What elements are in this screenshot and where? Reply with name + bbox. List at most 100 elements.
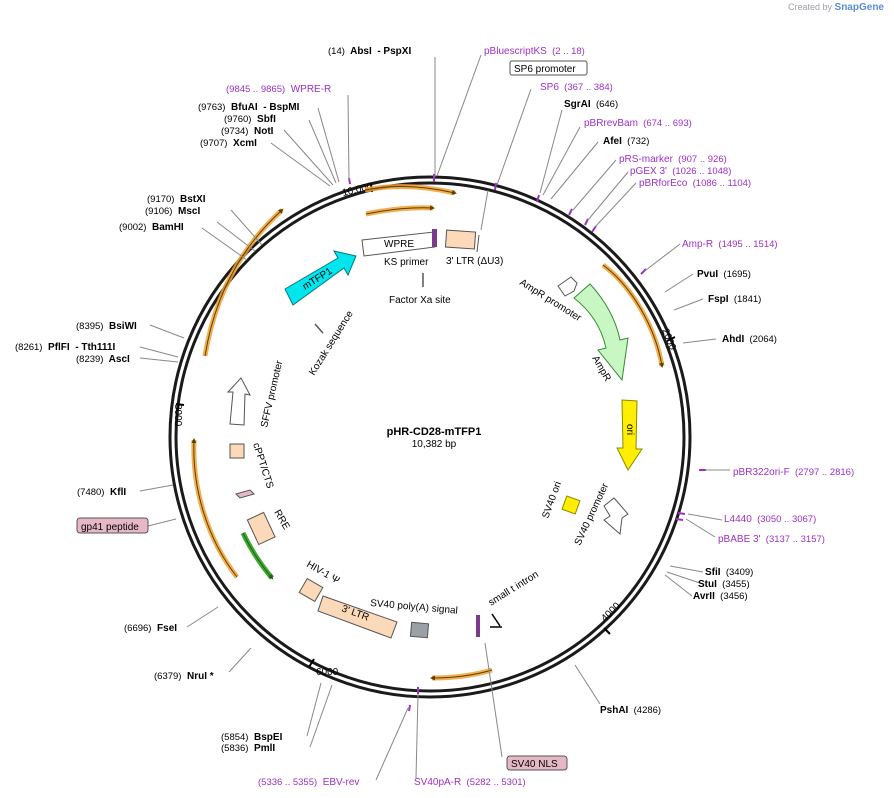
enzyme-absi-part-2: - PspXI [372, 46, 412, 57]
enzyme-absi-part-1: AbsI [345, 46, 372, 57]
feature-sv40-promoter: SV40 promoter [573, 481, 629, 547]
enzyme-fsei[interactable]: (6696) FseI [124, 623, 177, 634]
primer-pbr322ori-f-part-1: (2797 .. 2816) [790, 467, 854, 478]
tick-4000: 4000 [599, 600, 623, 635]
enzyme-xcmi-part-1: XcmI [227, 138, 257, 149]
primer-ebv-rev[interactable]: (5336 .. 5355) EBV-rev [258, 777, 359, 788]
enzyme-pflfi[interactable]: (8261) PflFI - Tth111I [15, 342, 115, 353]
primer-pbluescriptks-part-0: pBluescriptKS [484, 46, 547, 57]
primer-pbabe3[interactable]: pBABE 3' (3137 .. 3157) [718, 534, 825, 545]
feature-ampr-promoter: AmpR promoter [517, 276, 584, 324]
primer-labels: pBluescriptKS (2 .. 18) (9845 .. 9865) W… [226, 46, 854, 788]
enzyme-stui-part-0: StuI [698, 579, 717, 590]
primer-pgex3[interactable]: pGEX 3' (1026 .. 1048) [630, 166, 731, 177]
enzyme-xcmi[interactable]: (9707) XcmI [200, 138, 257, 149]
enzyme-fspi-part-0: FspI [708, 294, 729, 305]
enzyme-sfii-part-0: SfiI [705, 567, 721, 578]
enzyme-sbfi[interactable]: (9760) SbfI [224, 114, 276, 125]
enzyme-absi[interactable]: (14) AbsI - PspXI [328, 46, 411, 57]
primer-pbabe3-part-0: pBABE 3' [718, 534, 761, 545]
enzyme-nrui[interactable]: (6379) NruI * [154, 671, 214, 682]
enzyme-msci-part-1: MscI [172, 206, 200, 217]
primer-marks [348, 174, 706, 712]
primer-pbrrevbam-part-1: (674 .. 693) [638, 118, 692, 129]
orf-arc-top-1-core [364, 185, 457, 195]
primer-sv40pa-r-part-0: SV40pA-R [414, 777, 461, 788]
enzyme-pshai[interactable]: PshAI (4286) [600, 705, 661, 716]
enzyme-bsiwi-part-0: (8395) [76, 321, 103, 332]
enzyme-pmli-part-0: (5836) [221, 743, 248, 754]
primer-pbrforeco-part-0: pBRforEco [639, 178, 688, 189]
orf-arc-right-core [602, 264, 664, 368]
primer-pbluescriptks[interactable]: pBluescriptKS (2 .. 18) [484, 46, 585, 57]
enzyme-pmli[interactable]: (5836) PmlI [221, 743, 275, 754]
primer-pbrforeco[interactable]: pBRforEco (1086 .. 1104) [639, 178, 751, 189]
enzyme-absi-part-0: (14) [328, 46, 345, 57]
enzyme-bstxi[interactable]: (9170) BstXI [147, 194, 206, 205]
primer-pbrrevbam-part-0: pBRrevBam [584, 118, 638, 129]
credit-prefix: Created by [787, 2, 833, 12]
enzyme-asci-part-1: AscI [103, 354, 130, 365]
enzyme-ahdi[interactable]: AhdI (2064) [722, 334, 777, 345]
enzyme-noti-part-1: NotI [248, 126, 273, 137]
primer-sv40pa-r-part-1: (5282 .. 5301) [461, 777, 525, 788]
primer-amp-r[interactable]: Amp-R (1495 .. 1514) [682, 239, 778, 250]
plasmid-size: 10,382 bp [412, 439, 457, 450]
enzyme-fspi[interactable]: FspI (1841) [708, 294, 761, 305]
enzyme-bstxi-part-1: BstXI [174, 194, 205, 205]
enzyme-sbfi-part-1: SbfI [251, 114, 276, 125]
primer-pbrrevbam[interactable]: pBRrevBam (674 .. 693) [584, 118, 692, 129]
enzyme-stui[interactable]: StuI (3455) [698, 579, 750, 590]
feature-small-t-intron: small t intron [476, 569, 541, 637]
enzyme-afei[interactable]: AfeI (732) [603, 136, 649, 147]
enzyme-bspei-part-0: (5854) [221, 732, 248, 743]
enzyme-bfuai-part-0: (9763) [198, 102, 225, 113]
snapgene-credit: Created by SnapGene [788, 2, 884, 13]
primer-sv40pa-r[interactable]: SV40pA-R (5282 .. 5301) [414, 777, 526, 788]
feature-mtfp1: mTFP1 [284, 250, 357, 306]
tick-8000: 8000 [172, 403, 185, 427]
enzyme-bspei-part-1: BspEI [248, 732, 282, 743]
enzyme-nrui-part-1: NruI * [181, 671, 213, 682]
enzyme-avrii[interactable]: AvrII (3456) [693, 591, 748, 602]
svg-text:RRE: RRE [271, 508, 291, 532]
feature-ori: ori [616, 399, 643, 471]
primer-pgex3-part-1: (1026 .. 1048) [667, 166, 731, 177]
enzyme-ahdi-part-0: AhdI [722, 334, 744, 345]
enzyme-sgrai[interactable]: SgrAI (646) [564, 99, 618, 110]
enzyme-pflfi-part-1: PflFI [42, 342, 69, 353]
tick-6000: 6000 [308, 658, 339, 678]
enzyme-pvui-part-1: (1695) [718, 269, 751, 280]
enzyme-nrui-part-0: (6379) [154, 671, 181, 682]
enzyme-bfuai[interactable]: (9763) BfuAI - BspMI [198, 102, 300, 113]
svg-text:small t intron: small t intron [487, 569, 541, 608]
enzyme-pshai-part-0: PshAI [600, 705, 629, 716]
enzyme-msci[interactable]: (9106) MscI [145, 206, 200, 217]
enzyme-noti[interactable]: (9734) NotI [221, 126, 274, 137]
primer-wpre-r[interactable]: (9845 .. 9865) WPRE-R [226, 84, 331, 95]
primer-l4440[interactable]: L4440 (3050 .. 3067) [724, 514, 816, 525]
primer-prs-marker[interactable]: pRS-marker (907 .. 926) [619, 154, 727, 165]
enzyme-bsiwi[interactable]: (8395) BsiWI [76, 321, 137, 332]
enzyme-bamhi-part-1: BamHI [146, 222, 183, 233]
enzyme-sgrai-part-0: SgrAI [564, 99, 591, 110]
enzyme-asci[interactable]: (8239) AscI [76, 354, 130, 365]
feature-sv40-ori: SV40 ori [540, 480, 581, 520]
enzyme-bspei[interactable]: (5854) BspEI [221, 732, 283, 743]
primer-pbr322ori-f[interactable]: pBR322ori-F (2797 .. 2816) [733, 467, 854, 478]
enzyme-bfuai-part-2: - BspMI [258, 102, 300, 113]
primer-wpre-r-part-0: (9845 .. 9865) [226, 84, 285, 95]
primer-sp6[interactable]: SP6 (367 .. 384) [540, 82, 613, 93]
enzyme-kfli[interactable]: (7480) KflI [77, 487, 126, 498]
svg-text:SFFV promoter: SFFV promoter [259, 359, 285, 429]
primer-ebv-rev-part-1: EBV-rev [317, 777, 359, 788]
sp6-promoter-tag: SP6 promoter [509, 60, 588, 76]
feature-cppt: cPPT/CTS [229, 442, 275, 491]
feature-3ltr: 3' LTR [317, 595, 398, 639]
svg-text:cPPT/CTS: cPPT/CTS [250, 442, 275, 491]
enzyme-sfii[interactable]: SfiI (3409) [705, 567, 753, 578]
svg-text:2000: 2000 [659, 327, 678, 352]
enzyme-bamhi[interactable]: (9002) BamHI [119, 222, 184, 233]
tick-2000: 2000 [659, 327, 678, 352]
enzyme-pvui[interactable]: PvuI (1695) [697, 269, 751, 280]
